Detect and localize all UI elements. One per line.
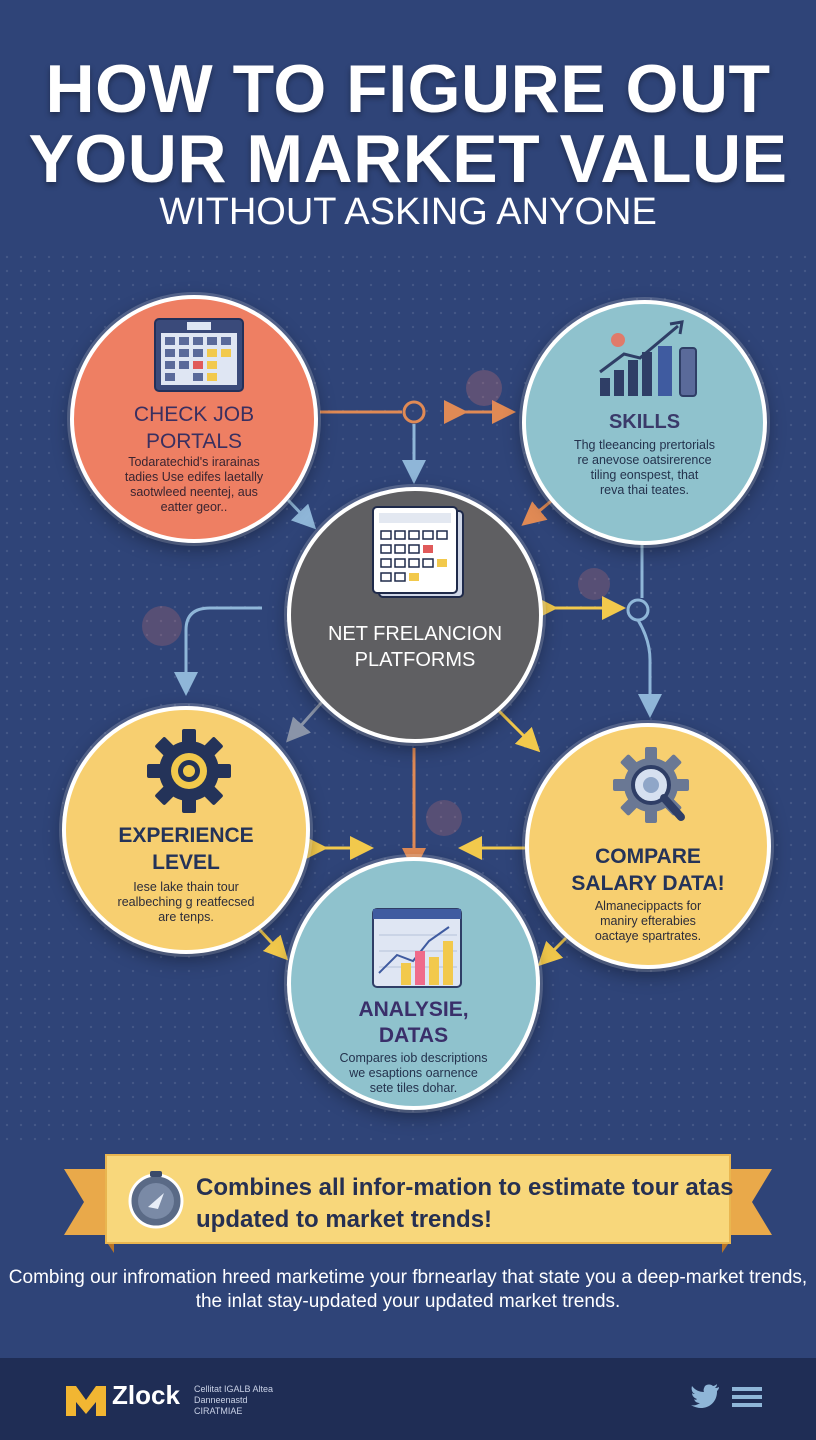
job-board-icon <box>154 318 244 392</box>
connector-node-top <box>402 400 426 424</box>
analyse-title: ANALYSIE, DATAS <box>358 998 469 1047</box>
node-analyse-data: ANALYSIE, DATAS Compares iob description… <box>287 857 540 1110</box>
calendar-icon <box>372 506 464 598</box>
bottom-bar <box>0 1358 816 1440</box>
experience-title: EXPERIENCE LEVEL <box>118 824 254 874</box>
brand-subtext: Cellitat IGALB Altea Danneenastd CIRATMI… <box>194 1384 274 1416</box>
compare-body: Almanecippacts for maniry efterabies oac… <box>594 899 702 943</box>
node-freelance-platforms: NET FRELANCION PLATFORMS <box>287 487 543 743</box>
title-line-1: HOW TO FIGURE OUT <box>45 51 771 127</box>
brand-logo-icon <box>66 1386 106 1416</box>
node-experience-level: EXPERIENCE LEVEL Iese lake thain tour re… <box>62 706 310 954</box>
subtitle: WITHOUT ASKING ANYONE <box>159 191 657 233</box>
skills-title: SKILLS <box>608 411 681 433</box>
experience-body: Iese lake thain tour realbeching g reatf… <box>117 880 255 924</box>
brand-name[interactable]: Zlock <box>112 1380 180 1410</box>
gear-icon <box>147 729 231 813</box>
center-title: NET FRELANCION PLATFORMS <box>327 623 503 671</box>
footer-text: Combing our infromation hreed marketime … <box>8 1267 808 1312</box>
node-skills: SKILLS Thg tleeancing prertorials re ane… <box>522 300 767 545</box>
analytics-chart-icon <box>372 908 462 988</box>
compare-title: COMPARE SALARY DATA! <box>571 845 725 895</box>
twitter-icon[interactable] <box>690 1383 720 1409</box>
menu-icon[interactable] <box>732 1386 762 1408</box>
check-body: Todaratechid's irarainas tadies Use edif… <box>124 455 264 514</box>
node-check-job-portals: CHECK JOB PORTALS Todaratechid's irarain… <box>70 295 318 543</box>
bar-chart-growth-icon <box>599 320 697 397</box>
summary-banner <box>64 1154 772 1253</box>
magnifier-gear-icon <box>613 747 689 823</box>
analyse-body: Compares iob descriptions we esaptions o… <box>339 1051 488 1095</box>
title-line-2: YOUR MARKET VALUE <box>28 121 788 197</box>
node-compare-salary: COMPARE SALARY DATA! Almanecippacts for … <box>525 723 771 969</box>
check-title: CHECK JOB PORTALS <box>133 403 255 453</box>
skills-body: Thg tleeancing prertorials re anevose oa… <box>573 438 716 497</box>
banner-text: Combines all infor-mation to estimate to… <box>196 1174 734 1233</box>
